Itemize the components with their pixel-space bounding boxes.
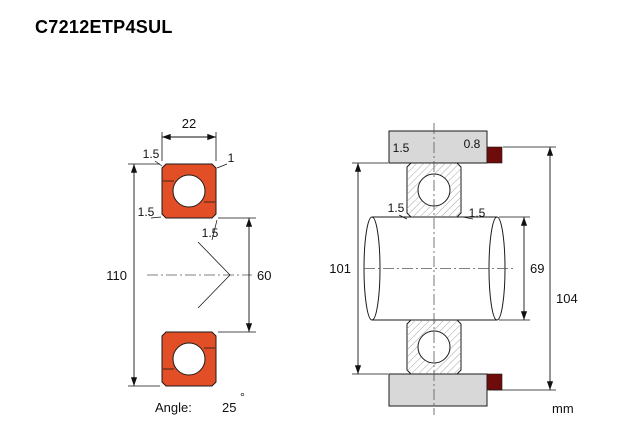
dim-housing-bore: 101 — [329, 162, 388, 375]
chamfer-leader-mid-left — [150, 216, 162, 219]
housing-top — [388, 130, 488, 164]
dim-bore-diameter: 60 — [218, 217, 271, 333]
fillet-label-left: 1.5 — [388, 201, 405, 215]
housing-bottom — [388, 373, 488, 407]
dim-width-value: 22 — [182, 116, 196, 131]
dim-housing-bore-value: 101 — [329, 261, 351, 276]
fillet-leader-right — [462, 216, 474, 220]
mounted-view: 101 69 104 1.5 0.8 1.5 1.5 — [329, 123, 578, 416]
unit-label: mm — [552, 401, 574, 416]
chamfer-label-inner: 1.5 — [202, 226, 219, 240]
chamfer-label-mid-left: 1.5 — [138, 205, 155, 219]
angle-value: 25 — [222, 400, 236, 415]
dim-shaft-shoulder-value: 69 — [530, 261, 544, 276]
angle-label: Angle: — [155, 400, 192, 415]
page-title: C7212ETP4SUL — [35, 17, 173, 37]
chamfer-leader-top-right — [216, 163, 228, 169]
chamfer-label-top-right: 1 — [228, 151, 235, 165]
chamfer-leader-inner — [211, 219, 218, 241]
ball-top — [172, 174, 206, 208]
dim-shaft-shoulder: 69 — [499, 216, 544, 321]
fillet-leader-left — [398, 214, 408, 220]
contact-angle-lines — [197, 241, 231, 309]
seal-bottom — [486, 373, 503, 391]
chamfer-leader-top-left — [154, 160, 163, 167]
dim-bore-diameter-value: 60 — [257, 268, 271, 283]
angle-degree-symbol: ° — [240, 390, 245, 404]
front-view: 22 110 60 1.5 1 1.5 1.5 — [106, 116, 271, 415]
abutment-label-top-left: 1.5 — [393, 141, 410, 155]
dim-housing-shoulder-value: 104 — [556, 291, 578, 306]
ball-bottom — [172, 342, 206, 376]
raceway-lines-bottom — [163, 347, 215, 370]
seal-top — [486, 146, 503, 164]
dim-width: 22 — [161, 116, 217, 161]
chamfer-label-top-left: 1.5 — [143, 147, 160, 161]
dim-outer-diameter-value: 110 — [106, 268, 127, 283]
fillet-label-right: 1.5 — [469, 206, 486, 220]
raceway-lines-top — [163, 180, 215, 203]
dim-housing-shoulder: 104 — [489, 146, 578, 391]
abutment-label-top-right: 0.8 — [464, 137, 481, 151]
dim-outer-diameter: 110 — [106, 163, 160, 387]
